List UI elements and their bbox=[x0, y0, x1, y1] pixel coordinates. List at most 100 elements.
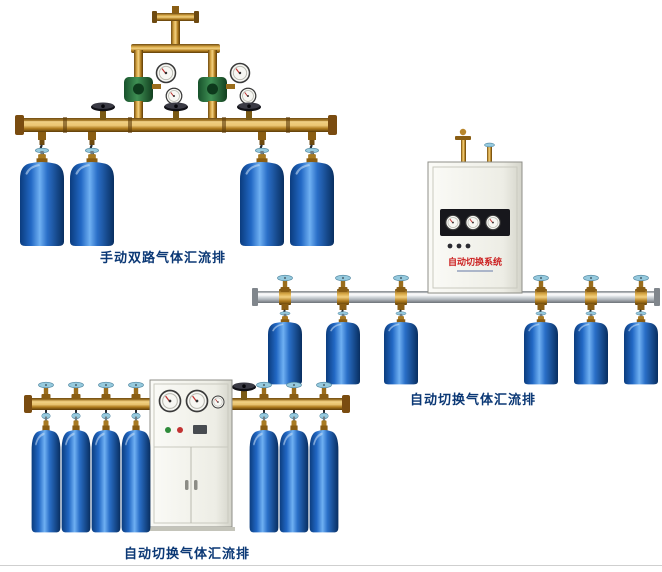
blue-handwheel-valve bbox=[38, 381, 54, 400]
cabinet-base bbox=[147, 527, 235, 531]
gas-cylinder bbox=[523, 310, 559, 386]
pressure-gauge bbox=[229, 62, 251, 84]
pressure-gauge bbox=[211, 395, 225, 409]
blue-handwheel-valve bbox=[286, 381, 302, 400]
pipe-fitting bbox=[537, 304, 545, 310]
door-handle bbox=[185, 480, 189, 490]
pipe-highlight bbox=[258, 293, 654, 296]
blue-handwheel-valve bbox=[316, 381, 332, 400]
pipe-cap bbox=[342, 395, 350, 413]
gas-regulator bbox=[198, 77, 235, 118]
pipe-drop bbox=[208, 50, 217, 78]
pipe-fitting bbox=[339, 304, 347, 310]
pipe-drop bbox=[134, 50, 143, 78]
pipe-fitting bbox=[259, 140, 265, 145]
pipe-fitting bbox=[281, 304, 289, 310]
black-handwheel-valve bbox=[232, 382, 256, 400]
pipe-coupler bbox=[222, 117, 226, 133]
blue-handwheel-valve bbox=[98, 381, 114, 400]
product-caption-manual-dual: 手动双路气体汇流排 bbox=[99, 251, 227, 266]
pipe-coupler bbox=[286, 117, 290, 133]
pipe-fitting bbox=[38, 132, 46, 140]
black-handwheel-valve bbox=[164, 102, 188, 120]
pipe-riser bbox=[171, 21, 180, 46]
pipe-sleeve bbox=[395, 289, 407, 305]
riser-cap bbox=[459, 128, 467, 136]
gas-cylinder bbox=[60, 411, 92, 534]
pressure-gauge bbox=[155, 62, 177, 84]
product-photo-auto-switch-wall: 自动切换系统 bbox=[252, 128, 660, 386]
pressure-gauge bbox=[485, 214, 501, 231]
pipe-fitting bbox=[308, 132, 316, 140]
pipe-flange bbox=[252, 288, 258, 306]
gas-cylinder bbox=[120, 411, 152, 534]
riser-handwheel bbox=[484, 142, 495, 148]
gas-cylinder bbox=[238, 147, 286, 248]
red-indicator bbox=[177, 427, 183, 433]
gas-cylinder bbox=[267, 310, 303, 386]
product-caption-auto-switch-wall: 自动切换气体汇流排 bbox=[409, 393, 537, 408]
gas-cylinder bbox=[623, 310, 659, 386]
gas-cylinder bbox=[288, 147, 336, 248]
pipe-fitting bbox=[587, 304, 595, 310]
gas-cylinder bbox=[573, 310, 609, 386]
indicator-knob bbox=[447, 243, 453, 249]
pipe-coupler bbox=[63, 117, 67, 133]
pipe-sleeve bbox=[535, 289, 547, 305]
pipe-cap bbox=[152, 11, 157, 23]
blue-handwheel-valve bbox=[256, 381, 272, 400]
gas-cylinder bbox=[278, 411, 310, 534]
pipe-sleeve bbox=[337, 289, 349, 305]
pipe-cap bbox=[15, 115, 24, 135]
pipe-cap bbox=[194, 11, 199, 23]
hose-connections bbox=[38, 132, 316, 159]
pipe-fitting bbox=[258, 132, 266, 140]
page-bottom-border bbox=[0, 565, 662, 566]
pressure-gauge bbox=[239, 87, 257, 105]
indicator-knob bbox=[456, 243, 462, 249]
product-photo-manual-dual-manifold bbox=[15, 6, 337, 248]
gas-cylinder bbox=[383, 310, 419, 386]
gas-cylinder bbox=[90, 411, 122, 534]
pipe-sleeve bbox=[585, 289, 597, 305]
pipe-cap bbox=[328, 115, 337, 135]
pipe-coupler bbox=[128, 117, 132, 133]
control-switch bbox=[193, 425, 207, 434]
pipe-fitting bbox=[89, 140, 95, 145]
cabinet-label: 自动切换系统 bbox=[448, 256, 502, 268]
header-pipe bbox=[131, 44, 220, 53]
pipe-cap bbox=[24, 395, 32, 413]
pressure-gauge bbox=[165, 87, 183, 105]
control-cabinet-wall: 自动切换系统 bbox=[427, 128, 523, 294]
cabinet-subtitle-line bbox=[457, 270, 493, 272]
green-indicator bbox=[165, 427, 171, 433]
product-photo-auto-switch-floor bbox=[24, 379, 350, 534]
pipe-fitting bbox=[88, 132, 96, 140]
cabinet-riser-tee bbox=[455, 136, 471, 140]
cabinet-riser-pipe bbox=[461, 138, 466, 164]
pipe-sleeve bbox=[635, 289, 647, 305]
cabinet-riser-pipe bbox=[487, 146, 492, 164]
pressure-gauge bbox=[465, 214, 481, 231]
cabinet-door-outline bbox=[432, 166, 518, 289]
pressure-gauge bbox=[158, 389, 182, 413]
control-cabinet-floor bbox=[147, 379, 235, 531]
pressure-gauge bbox=[445, 214, 461, 231]
door-handle bbox=[194, 480, 198, 490]
gas-cylinder bbox=[18, 147, 66, 248]
pipe-fitting bbox=[397, 304, 405, 310]
gas-cylinder bbox=[30, 411, 62, 534]
product-caption-auto-switch-floor: 自动切换气体汇流排 bbox=[123, 547, 251, 562]
indicator-knob bbox=[465, 243, 471, 249]
blue-handwheel-valve bbox=[128, 381, 144, 400]
pipe-fitting bbox=[39, 140, 45, 145]
gas-cylinder bbox=[325, 310, 361, 386]
gas-cylinder bbox=[308, 411, 340, 534]
pipe-fitting bbox=[637, 304, 645, 310]
black-handwheel-valve bbox=[237, 102, 261, 120]
pipe-top-bar bbox=[156, 13, 195, 21]
pipe-flange bbox=[654, 288, 660, 306]
black-handwheel-valve bbox=[91, 102, 115, 120]
